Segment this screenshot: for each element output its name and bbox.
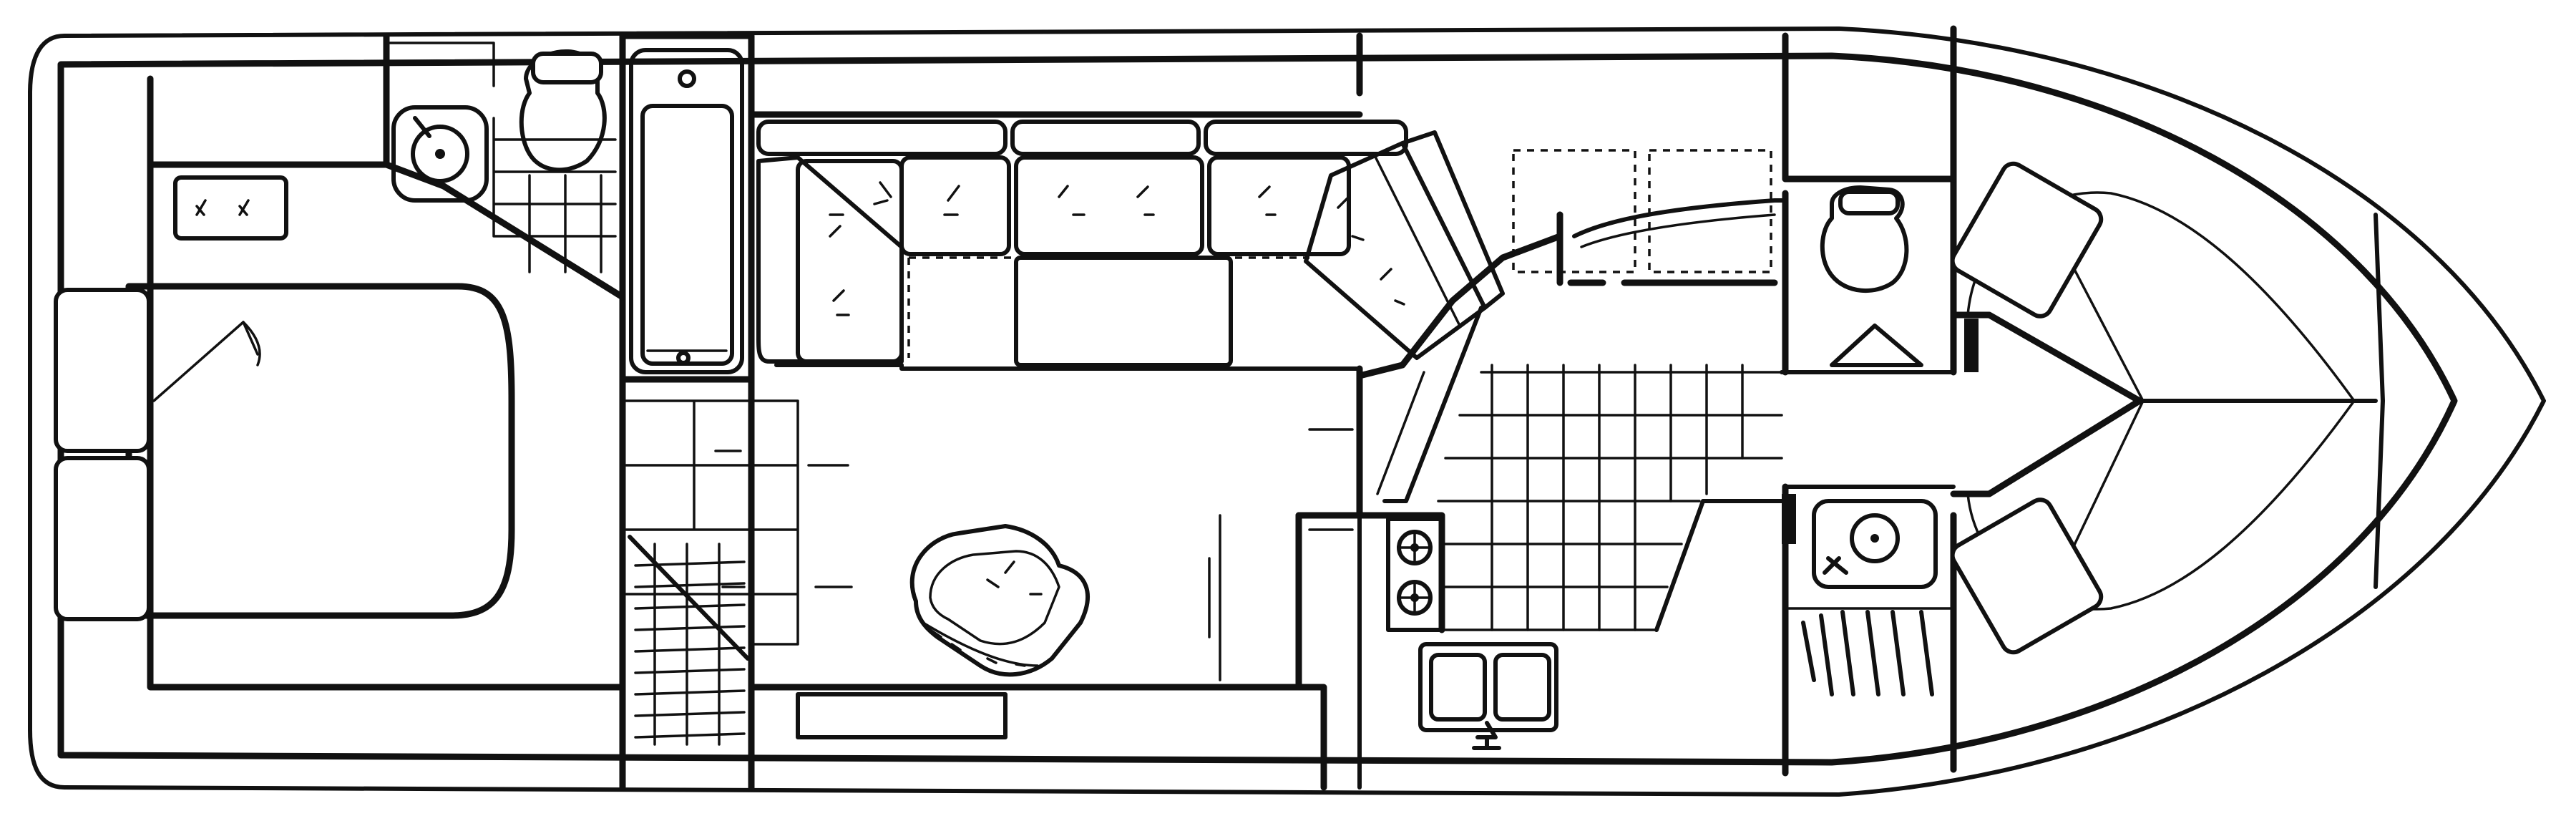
v-berth-pillow-upper — [1950, 161, 2104, 319]
galley-tile-floor — [1437, 364, 1787, 632]
aft-stateroom — [54, 75, 626, 691]
island-bed — [125, 283, 515, 619]
lounge-chair — [909, 524, 1090, 677]
stove — [1386, 517, 1444, 632]
shower-stall — [619, 32, 755, 383]
hull-outline — [28, 26, 2546, 797]
settee-back-3 — [1204, 120, 1408, 156]
settee-cushion-4 — [1207, 155, 1351, 256]
pillow-upper — [54, 288, 151, 453]
settee-cushion-5 — [1304, 141, 1487, 360]
pillow-lower — [54, 456, 151, 621]
forward-stateroom — [1950, 25, 2385, 773]
forward-toilet — [1820, 185, 1909, 293]
settee-cushion-3 — [1014, 155, 1204, 256]
settee-back-1 — [756, 120, 1008, 156]
forward-head — [1780, 32, 1957, 777]
settee-cushion-corner — [756, 155, 904, 364]
companionway-steps — [619, 376, 853, 791]
settee-cushion-2 — [899, 155, 1011, 256]
salon — [748, 111, 1505, 791]
galley-sink — [1418, 642, 1558, 732]
galley — [1295, 32, 1787, 790]
aft-head — [383, 32, 626, 301]
salon-table — [1014, 256, 1233, 367]
v-berth-pillow-lower — [1950, 497, 2104, 655]
salon-cabinet — [796, 692, 1008, 739]
forward-sink — [1812, 499, 1938, 589]
aft-sink — [391, 105, 489, 203]
aft-dresser — [173, 175, 288, 241]
settee-back-2 — [1010, 120, 1201, 156]
